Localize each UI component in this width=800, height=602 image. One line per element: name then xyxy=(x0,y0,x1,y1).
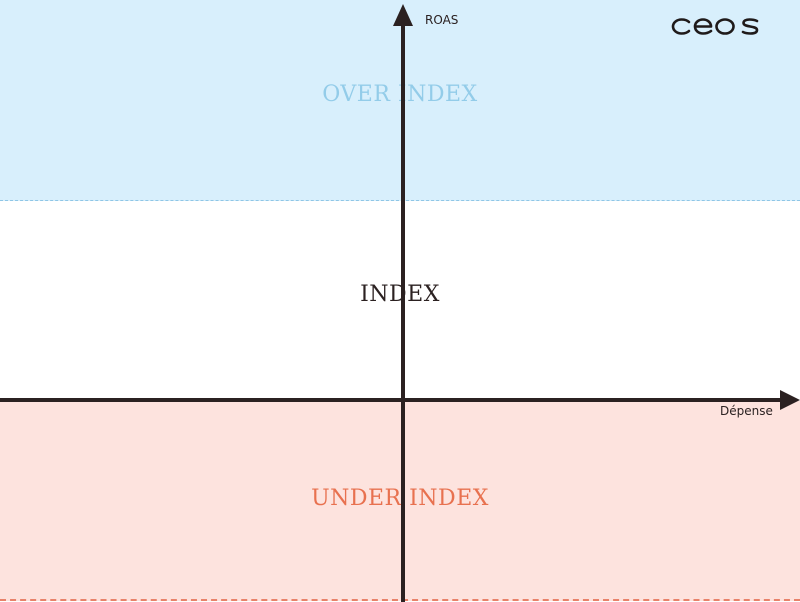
ceos-logo: ceos xyxy=(671,18,759,35)
index-text: INDEX xyxy=(360,282,440,307)
y-axis-label: ROAS xyxy=(425,13,459,27)
index-label: INDEX xyxy=(0,284,800,306)
x-axis-arrowhead xyxy=(780,390,800,410)
logo-letter-e xyxy=(693,18,713,35)
under-index-label: UNDER INDEX xyxy=(0,488,800,510)
under-index-text: UNDER INDEX xyxy=(311,486,489,511)
logo-letter-o xyxy=(715,18,735,35)
over-index-text: OVER INDEX xyxy=(322,82,478,107)
over-index-label: OVER INDEX xyxy=(0,84,800,106)
x-axis-label: Dépense xyxy=(720,404,773,418)
index-zone xyxy=(0,201,800,400)
y-axis-arrowhead xyxy=(393,4,413,26)
logo-letter-s xyxy=(741,18,759,35)
logo-letter-c xyxy=(671,18,691,35)
over-index-zone xyxy=(0,0,800,201)
under-index-zone xyxy=(0,401,800,601)
